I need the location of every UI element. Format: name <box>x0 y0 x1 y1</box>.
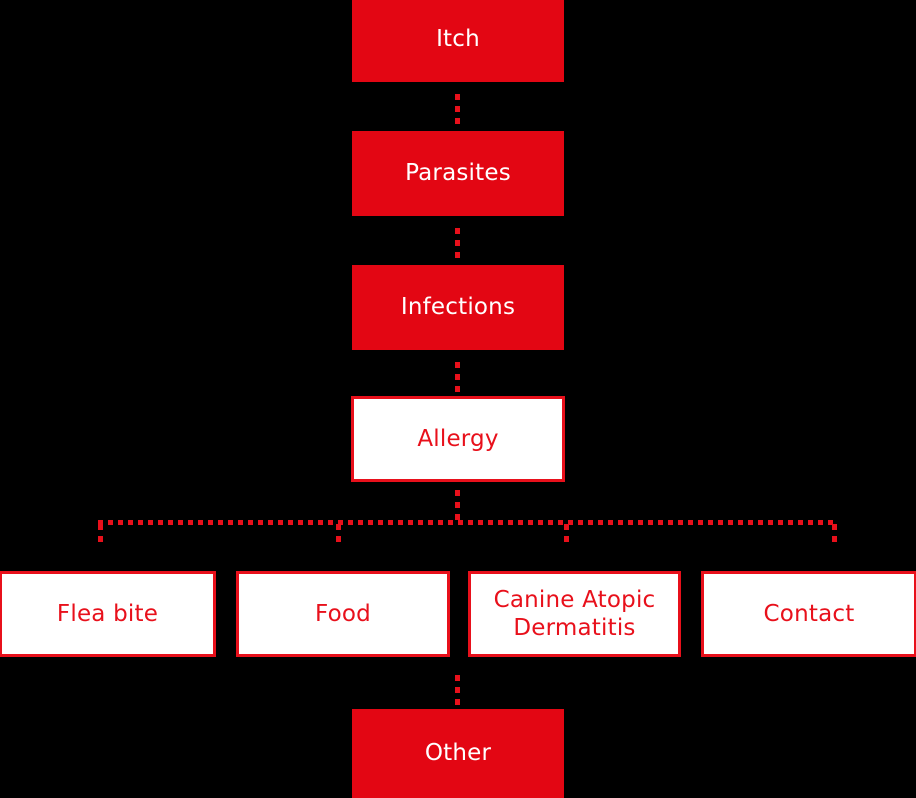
node-allergy-label: Allergy <box>417 425 499 452</box>
branch-distribution-bar <box>98 520 836 525</box>
node-infections[interactable]: Infections <box>352 265 564 350</box>
connector-allergy-to-branch-bar <box>455 490 460 524</box>
connector-parasites-to-infections <box>455 228 460 260</box>
connector-infections-to-allergy <box>455 362 460 394</box>
branch-stub-contact <box>832 524 837 548</box>
node-parasites[interactable]: Parasites <box>352 131 564 216</box>
node-allergy[interactable]: Allergy <box>351 396 565 482</box>
connector-to-other <box>455 675 460 707</box>
node-itch-label: Itch <box>436 25 480 52</box>
node-infections-label: Infections <box>400 294 516 321</box>
node-food[interactable]: Food <box>236 571 450 657</box>
node-canine-atopic-dermatitis-label: Canine Atopic Dermatitis <box>493 586 656 641</box>
node-other[interactable]: Other <box>352 709 564 798</box>
node-other-label: Other <box>424 740 492 767</box>
node-contact-label: Contact <box>763 600 855 627</box>
branch-stub-flea-bite <box>98 524 103 548</box>
node-contact[interactable]: Contact <box>701 571 916 657</box>
connector-itch-to-parasites <box>455 94 460 126</box>
branch-stub-food <box>336 524 341 548</box>
node-canine-atopic-dermatitis[interactable]: Canine Atopic Dermatitis <box>468 571 681 657</box>
branch-stub-canine-atopic-dermatitis <box>564 524 569 548</box>
node-food-label: Food <box>315 600 371 627</box>
node-flea-bite-label: Flea bite <box>56 600 159 627</box>
node-parasites-label: Parasites <box>405 160 511 187</box>
node-flea-bite[interactable]: Flea bite <box>0 571 216 657</box>
node-itch[interactable]: Itch <box>352 0 564 82</box>
